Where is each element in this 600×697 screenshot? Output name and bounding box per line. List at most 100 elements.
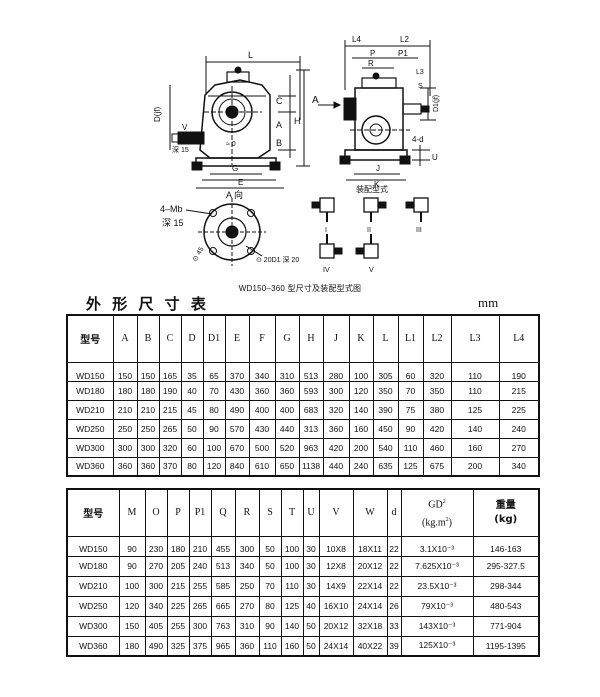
dimension-table-2: 型号 M O P P1 Q R S T U V W d GD2 (kg.m2) …	[66, 488, 540, 657]
table-cell: 35	[180, 361, 204, 382]
table-cell: 22X14	[352, 575, 388, 597]
header-cell: D	[180, 314, 204, 363]
table-cell: 390	[372, 399, 399, 420]
table-cell: 300	[112, 437, 138, 458]
header-cell: d	[386, 488, 402, 537]
gd-label: GD	[428, 499, 443, 511]
weight-label: 重量	[495, 499, 516, 511]
table-cell: 40	[302, 595, 320, 617]
table-cell: 110	[280, 575, 304, 597]
table-cell: 670	[224, 437, 250, 458]
table-cell: 310	[234, 615, 260, 637]
table-cell: 30	[302, 575, 320, 597]
header-cell: R	[234, 488, 260, 537]
table-cell: 40	[180, 380, 204, 401]
table-cell: 225	[166, 595, 190, 617]
model-cell: WD150	[66, 535, 120, 557]
label-front-a: A	[276, 120, 282, 130]
header-cell: C	[158, 314, 182, 363]
table-cell: 79X10⁻³	[400, 595, 474, 617]
table-cell: 110	[450, 380, 500, 401]
table-cell: 280	[322, 361, 350, 382]
label-assembly-types: 装配型式	[356, 184, 388, 194]
label-side-p: P	[370, 49, 375, 58]
table-cell: 180	[112, 380, 138, 401]
label-front-b: B	[276, 138, 282, 148]
label-flange-depth: 深 15	[162, 218, 184, 228]
header-cell: B	[136, 314, 160, 363]
table-cell: 70	[202, 380, 226, 401]
dimension-drawing: L C A B H D(jf) V 深 15 ≈ 0 G E A 向 A L4 …	[153, 35, 440, 274]
table-cell: 100	[118, 575, 146, 597]
table-cell: 140	[280, 615, 304, 637]
table-cell: 650	[274, 456, 300, 477]
table-cell: 405	[144, 615, 168, 637]
table-cell: 3.1X10⁻³	[400, 535, 474, 557]
header-cell: P	[166, 488, 190, 537]
table-cell: 65	[202, 361, 226, 382]
gd-unit: (kg.m	[422, 517, 446, 529]
table-cell: 75	[397, 399, 424, 420]
table-cell: 100	[280, 555, 304, 577]
table-cell: 160	[348, 418, 374, 439]
header-cell: S	[258, 488, 282, 537]
table-cell: 190	[498, 361, 540, 382]
table-cell: 400	[248, 399, 276, 420]
label-side-l3: L3	[416, 69, 424, 76]
table-cell: 150	[112, 361, 138, 382]
label-side-l4: L4	[352, 35, 361, 44]
table-cell: 33	[386, 615, 402, 637]
table-cell: 420	[322, 437, 350, 458]
table-cell: 215	[158, 399, 182, 420]
table-cell: 50	[258, 555, 282, 577]
table-cell: 200	[450, 456, 500, 477]
label-flange-45: ⊙ 45	[192, 246, 206, 263]
gd-sup: 2	[442, 499, 446, 506]
label-side-r: R	[368, 59, 374, 68]
label-assembly-v: V	[369, 267, 374, 274]
header-gd2: GD2 (kg.m2)	[400, 488, 474, 537]
header-cell: K	[348, 314, 374, 363]
table-cell: 500	[248, 437, 276, 458]
header-cell: G	[274, 314, 300, 363]
label-front-l: L	[248, 50, 253, 60]
model-cell: WD360	[66, 456, 114, 477]
table-cell: 250	[234, 575, 260, 597]
table-cell: 255	[188, 575, 212, 597]
model-cell: WD150	[66, 361, 114, 382]
gd-unit-end: )	[448, 517, 452, 529]
table-cell: 165	[158, 361, 182, 382]
table-cell: 430	[248, 418, 276, 439]
table-cell: 60	[180, 437, 204, 458]
table-cell: 340	[248, 361, 276, 382]
label-flange-mb: 4–Mb	[160, 204, 183, 214]
label-front-g: G	[232, 164, 238, 173]
assembly-type-v	[355, 234, 379, 259]
table-cell: 23.5X10⁻³	[400, 575, 474, 597]
table-cell: 360	[234, 635, 260, 657]
model-cell: WD210	[66, 575, 120, 597]
table-cell: 513	[210, 555, 236, 577]
label-side-d1: D1(jf)	[433, 95, 440, 112]
table-cell: 340	[144, 595, 168, 617]
table-cell: 143X10⁻³	[400, 615, 474, 637]
table-cell: 300	[322, 380, 350, 401]
table-cell: 45	[180, 399, 204, 420]
table-cell: 24X14	[352, 595, 388, 617]
flange-view	[185, 198, 266, 266]
table-cell: 30	[302, 555, 320, 577]
table-cell: 210	[188, 535, 212, 557]
table-cell: 110	[450, 361, 500, 382]
table-cell: 360	[248, 380, 276, 401]
table-cell: 455	[210, 535, 236, 557]
table-cell: 16X10	[318, 595, 354, 617]
header-cell: F	[248, 314, 276, 363]
gd-unit-sup: 2	[445, 516, 449, 523]
table-cell: 360	[112, 456, 138, 477]
table-cell: 90	[202, 418, 226, 439]
